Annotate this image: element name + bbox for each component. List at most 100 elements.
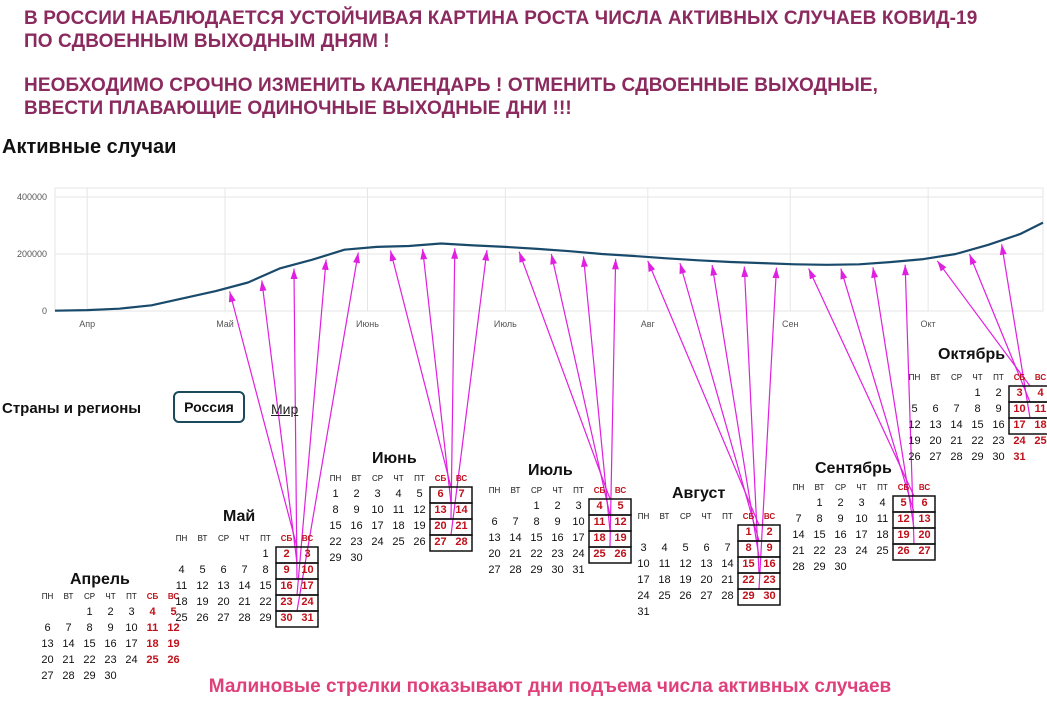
calendar-day: 11	[593, 516, 606, 528]
calendar-day: 5	[416, 488, 423, 500]
calendar-day: 6	[491, 516, 498, 528]
y-tick-label: 200000	[17, 249, 47, 259]
calendar-day: 3	[128, 606, 135, 618]
calendar-day: 18	[146, 638, 159, 650]
calendar-day: 23	[992, 435, 1005, 447]
calendar-day: 17	[855, 529, 868, 541]
calendar-day: 7	[512, 516, 519, 528]
month-name: Июнь	[372, 450, 417, 467]
calendar-day: 15	[530, 532, 543, 544]
calendar-day: 15	[742, 558, 755, 570]
calendar-day: 23	[763, 574, 776, 586]
calendar-day: 7	[953, 403, 960, 415]
weekday-header: ВС	[763, 512, 776, 521]
calendar-day: 3	[858, 497, 865, 509]
calendar-day: 10	[125, 622, 138, 634]
world-link[interactable]: Мир	[271, 401, 299, 417]
calendar-day: 10	[371, 504, 384, 516]
calendar-day: 24	[1013, 435, 1026, 447]
calendar-day: 13	[929, 419, 942, 431]
calendar-day: 8	[332, 504, 339, 516]
calendar-day: 27	[700, 590, 713, 602]
calendar-day: 18	[593, 532, 606, 544]
weekday-header: ЧТ	[239, 534, 250, 543]
calendar-day: 8	[745, 542, 752, 554]
weekday-header: СБ	[280, 534, 293, 543]
headline-line-2: ПО СДВОЕННЫМ ВЫХОДНЫМ ДНЯМ !	[24, 31, 390, 52]
calendar-day: 26	[679, 590, 692, 602]
calendar-day: 9	[766, 542, 773, 554]
calendar-day: 18	[876, 529, 889, 541]
y-tick-label: 400000	[17, 192, 47, 202]
calendar-day: 29	[259, 612, 272, 624]
calendar-day: 26	[908, 451, 921, 463]
calendar-day: 6	[437, 488, 444, 500]
arrow-line	[293, 268, 298, 580]
y-tick-label: 0	[42, 306, 47, 316]
calendar-day: 25	[1034, 435, 1047, 447]
calendar-day: 5	[900, 497, 907, 509]
x-tick-label: Апр	[79, 319, 95, 329]
arrow-head	[937, 260, 947, 272]
calendar-day: 30	[834, 561, 847, 573]
weekday-header: ПТ	[126, 592, 137, 601]
calendar-day: 2	[766, 526, 773, 538]
calendar-day: 12	[167, 622, 180, 634]
calendar-day: 14	[792, 529, 805, 541]
calendar-day: 14	[62, 638, 75, 650]
weekend-box	[1008, 417, 1047, 435]
weekday-header: ПН	[41, 592, 54, 601]
calendar-day: 21	[238, 596, 251, 608]
calendar-day: 16	[992, 419, 1005, 431]
weekday-header: СР	[530, 486, 543, 495]
calendar-day: 11	[1034, 403, 1047, 415]
calendar-day: 27	[434, 536, 447, 548]
calendar-day: 15	[329, 520, 342, 532]
calendar-day: 11	[175, 580, 188, 592]
weekday-header: СБ	[742, 512, 755, 521]
arrow-head	[969, 254, 977, 266]
calendar-day: 19	[679, 574, 692, 586]
headline-line-3: НЕОБХОДИМО СРОЧНО ИЗМЕНИТЬ КАЛЕНДАРЬ ! О…	[24, 75, 878, 96]
calendar-day: 7	[241, 564, 248, 576]
weekday-header: ЧТ	[701, 512, 712, 521]
x-tick-label: Сен	[782, 319, 799, 329]
arrow-line	[808, 268, 915, 497]
calendar-day: 21	[62, 654, 75, 666]
weekday-header: ПТ	[414, 474, 425, 483]
footer-caption: Малиновые стрелки показывают дни подъема…	[208, 676, 892, 697]
calendar-day: 11	[876, 513, 889, 525]
chart-title: Активные случаи	[2, 136, 177, 158]
arrow-line	[229, 291, 298, 548]
calendar-day: 18	[392, 520, 405, 532]
calendar-day: 5	[617, 500, 624, 512]
calendar-day: 6	[703, 542, 710, 554]
calendar-day: 21	[792, 545, 805, 557]
arrow-head	[451, 248, 459, 259]
calendar-day: 4	[178, 564, 185, 576]
arrow-line	[261, 280, 298, 564]
calendar-day: 28	[238, 612, 251, 624]
weekday-header: СБ	[897, 483, 910, 492]
weekday-header: ВТ	[351, 474, 362, 483]
weekday-header: ВТ	[197, 534, 208, 543]
calendar-day: 3	[640, 542, 647, 554]
calendar-day: 10	[1013, 403, 1026, 415]
calendar-day: 30	[280, 612, 293, 624]
calendar-day: 23	[104, 654, 117, 666]
weekday-header: ПН	[329, 474, 342, 483]
calendar-day: 21	[509, 548, 522, 560]
calendar-day: 11	[392, 504, 405, 516]
russia-toggle-button[interactable]: Россия	[173, 391, 245, 423]
calendar-day: 14	[238, 580, 251, 592]
calendar-day: 30	[551, 564, 564, 576]
calendar-day: 28	[62, 670, 75, 682]
arrow-line	[582, 256, 611, 532]
calendar-day: 8	[533, 516, 540, 528]
calendar-day: 13	[41, 638, 54, 650]
calendar-day: 22	[742, 574, 755, 586]
arrow-head	[389, 250, 397, 262]
calendar-day: 17	[371, 520, 384, 532]
arrow-line	[1001, 244, 1031, 419]
calendar-day: 16	[763, 558, 776, 570]
